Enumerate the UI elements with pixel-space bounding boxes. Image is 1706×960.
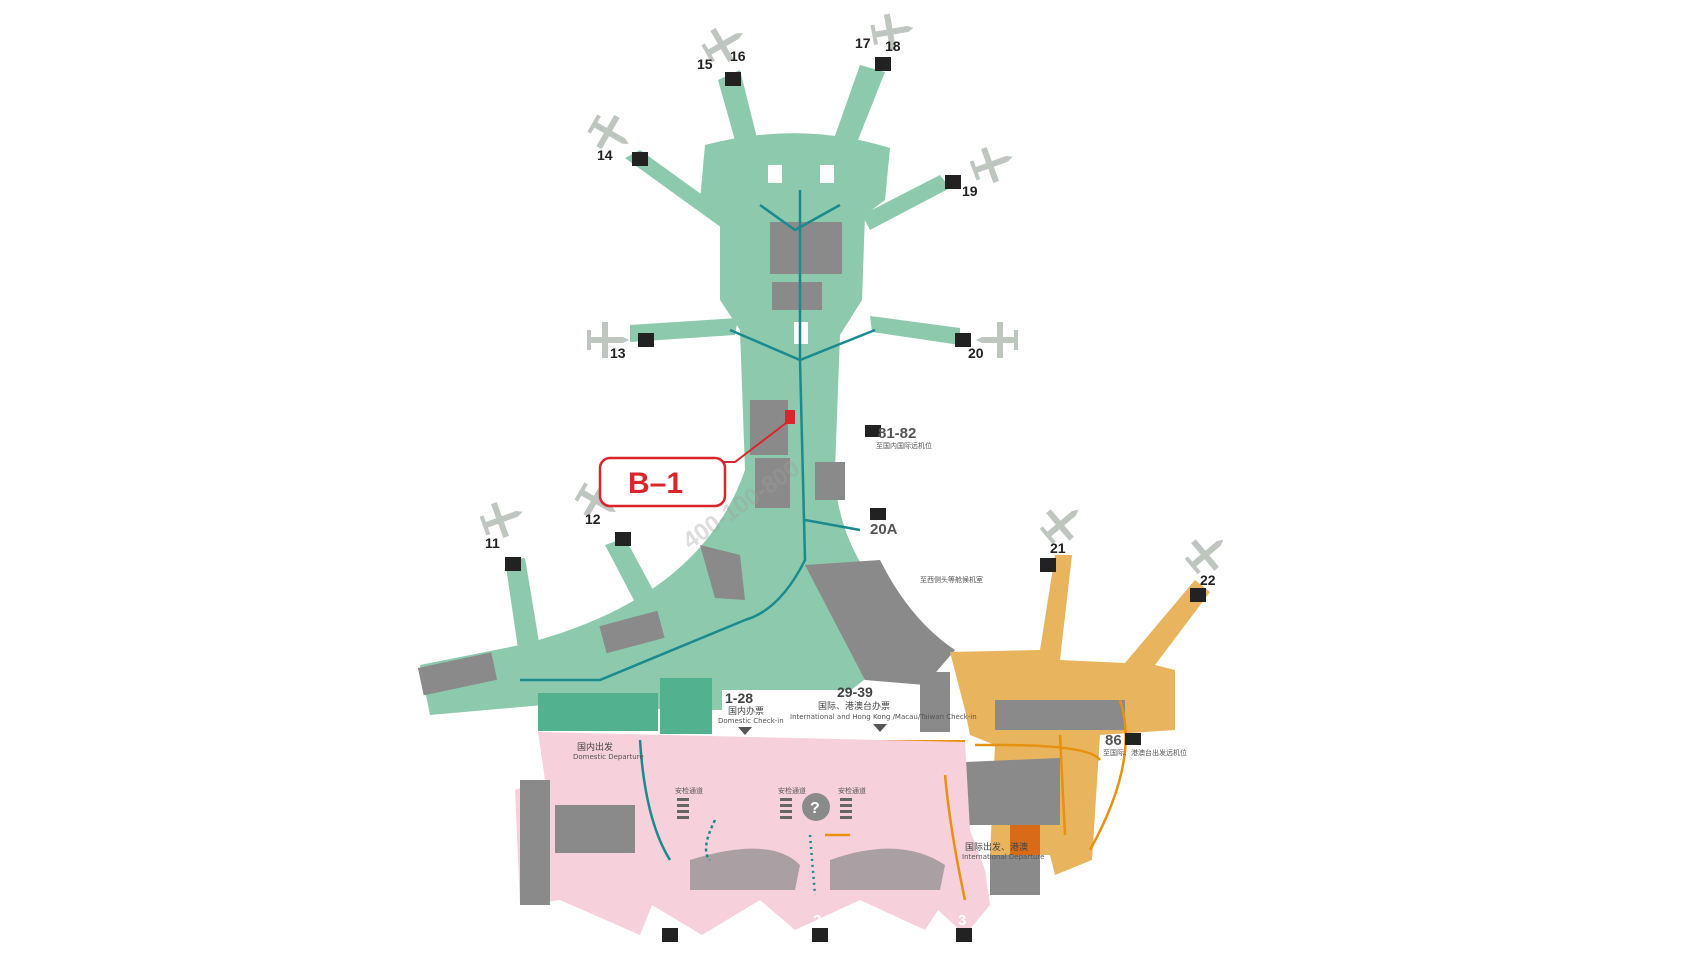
- gate-marker-icon: [870, 508, 886, 520]
- plane-icon: [870, 13, 914, 51]
- plane-icon: [701, 27, 743, 63]
- security-lane-2-label: 安检通道: [778, 786, 806, 795]
- gate-16-label: 16: [730, 48, 746, 64]
- entrance-2-label: 2: [813, 912, 821, 929]
- down-arrow-icon: [738, 727, 752, 735]
- gate-marker-icon: [505, 557, 521, 571]
- intl-checkin-range: 29-39: [837, 684, 873, 700]
- gate-81-82-note: 至国内国际远机位: [876, 441, 932, 450]
- gate-12-label: 12: [585, 511, 601, 527]
- plane-icon: [479, 502, 523, 538]
- plane-icon: [574, 482, 616, 518]
- b1-callout-label: B–1: [628, 467, 683, 500]
- gate-15-label: 15: [697, 56, 713, 72]
- plane-icon: [587, 114, 629, 150]
- domestic-departure-en: Domestic Departure: [573, 753, 644, 761]
- entrance-2-icon: [812, 928, 828, 942]
- security-lanes: 安检通道 安检通道 安检通道: [675, 786, 866, 819]
- entrance-3-icon: [956, 928, 972, 942]
- info-icon: [802, 793, 830, 821]
- intl-departure-label: 国际出发、港澳: [965, 841, 1028, 853]
- service-blocks: [417, 222, 955, 732]
- entrance-1-icon: [662, 928, 678, 942]
- departure-labels: 国内出发 Domestic Departure 国际出发、港澳 Internat…: [573, 741, 1044, 861]
- landside-area: [515, 732, 1040, 935]
- plane-icon: [1039, 509, 1079, 545]
- plane-icon: [969, 147, 1013, 183]
- intl-checkin-label: 国际、港澳台办票: [818, 700, 890, 712]
- b1-callout: B–1: [598, 410, 795, 508]
- gate-18-label: 18: [885, 38, 901, 54]
- gate-14-label: 14: [597, 147, 613, 163]
- domestic-checkin-label: 国内办票: [728, 705, 764, 717]
- plane-icons: [479, 13, 1224, 575]
- b1-callout-box: [598, 456, 727, 508]
- gate-13-label: 13: [610, 345, 626, 361]
- domestic-checkin-en: Domestic Check-in: [718, 717, 784, 725]
- gate-19-label: 19: [962, 183, 978, 199]
- gate-marker-icon: [632, 152, 648, 166]
- gate-81-82-label: 81-82: [878, 425, 916, 442]
- plane-icon: [1184, 539, 1224, 575]
- gate-marker-icon: [945, 175, 961, 189]
- domestic-departure-label: 国内出发: [577, 741, 613, 753]
- gate-marker-icon: [1040, 558, 1056, 572]
- gate-marker-icon: [875, 57, 891, 71]
- entrances: 1 2 3: [662, 912, 972, 942]
- gate-marker-icon: [638, 333, 654, 347]
- b1-callout-pointer: [720, 419, 791, 463]
- gate-17-label: 17: [855, 35, 871, 51]
- gate-marker-icon: [615, 532, 631, 546]
- gate-20-label: 20: [968, 345, 984, 361]
- gate-86-label: 86: [1105, 732, 1122, 749]
- checkin-labels: 1-28 国内办票 Domestic Check-in 29-39 国际、港澳台…: [718, 684, 977, 735]
- security-lane-3-label: 安检通道: [838, 786, 866, 795]
- gate-labels: 15 16 17 18 14 19 13 20 11 12 21 22 20A …: [485, 35, 1216, 757]
- gate-21-label: 21: [1050, 540, 1066, 556]
- gate-20a-label: 20A: [870, 521, 898, 538]
- gate-markers: [505, 57, 1206, 745]
- gate-marker-icon: [725, 72, 741, 86]
- gate-22-label: 22: [1200, 572, 1216, 588]
- info-symbol: ?: [810, 800, 820, 817]
- plane-icon: [976, 322, 1018, 358]
- gate-86-note: 至国际、港澳台出发远机位: [1103, 748, 1187, 757]
- gate-marker-icon: [955, 333, 971, 347]
- down-arrow-icon: [873, 724, 887, 732]
- intl-departure-en: International Departure: [962, 853, 1044, 861]
- plane-icon: [587, 322, 629, 358]
- route-lines: [520, 190, 1127, 901]
- entrance-3-label: 3: [958, 912, 966, 929]
- b1-location-marker: [785, 410, 795, 424]
- security-lane-1-label: 安检通道: [675, 786, 703, 795]
- west-pier-note: 至西侧头等舱候机室: [920, 575, 983, 584]
- gate-marker-icon: [1125, 733, 1141, 745]
- gate-marker-icon: [865, 425, 881, 437]
- entrance-1-label: 1: [664, 912, 672, 929]
- information-desk: ?: [802, 793, 830, 821]
- gate-marker-icon: [1190, 588, 1206, 602]
- intl-checkin-en: International and Hong Kong /Macau/Taiwa…: [790, 713, 977, 721]
- gate-11-label: 11: [485, 535, 500, 551]
- domestic-checkin-range: 1-28: [725, 690, 753, 706]
